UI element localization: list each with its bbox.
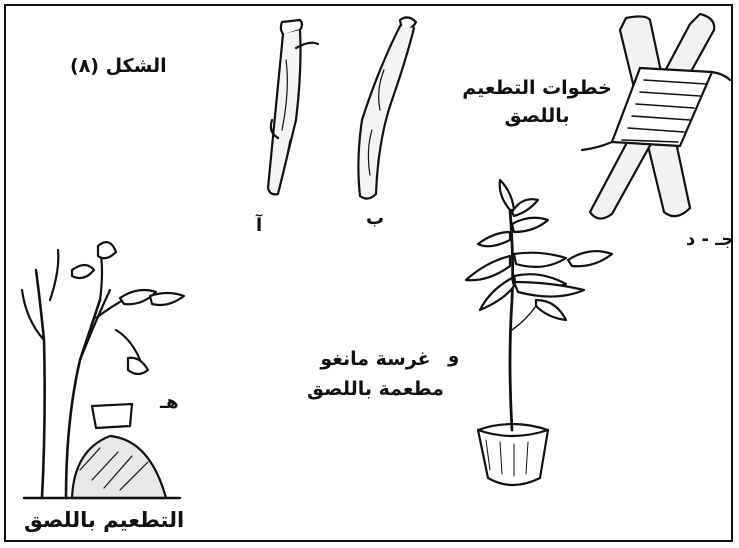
mango-sapling-caption: غرسة مانغو مطعمة باللصق xyxy=(293,344,458,404)
approach-grafting-caption: التطعيم باللصق xyxy=(24,508,184,532)
grafting-steps-caption: خطوات التطعيم باللصق xyxy=(452,74,622,130)
label-a: آ xyxy=(256,215,262,236)
mango-caption-line1: غرسة مانغو xyxy=(293,344,458,374)
label-h: هـ xyxy=(160,392,179,413)
label-b: ب xyxy=(366,208,384,229)
mango-sapling-drawing xyxy=(466,180,612,485)
label-jd: جـ - د xyxy=(686,229,734,250)
stem-a-drawing xyxy=(268,20,318,194)
figure-title: الشكل (٨) xyxy=(70,55,167,77)
mango-caption-line2: مطعمة باللصق xyxy=(293,374,458,404)
stem-b-drawing xyxy=(358,17,416,198)
steps-caption-line1: خطوات التطعيم xyxy=(452,74,622,102)
approach-graft-drawing xyxy=(22,242,184,498)
steps-caption-line2: باللصق xyxy=(452,102,622,130)
